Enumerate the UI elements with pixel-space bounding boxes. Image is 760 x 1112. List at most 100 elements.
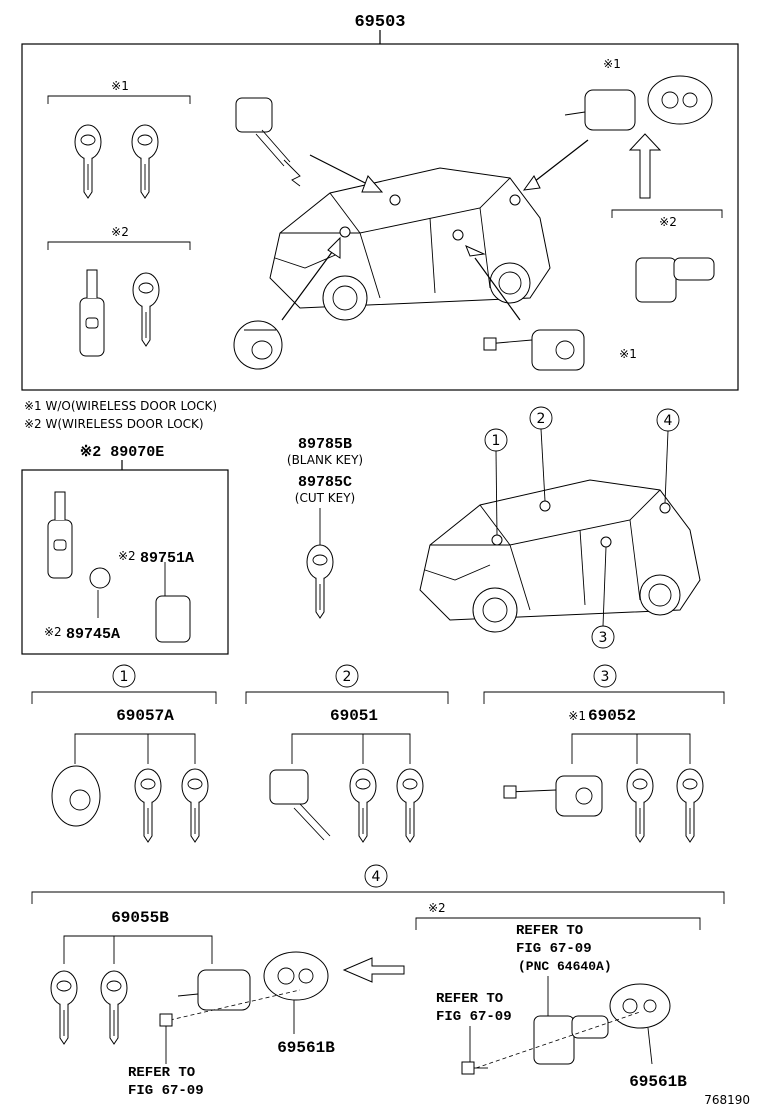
- callout-2: 2: [529, 406, 553, 502]
- set-4-sub-mark: ※2: [428, 901, 446, 915]
- arrow-icon: [281, 247, 336, 321]
- svg-text:3: 3: [601, 669, 610, 685]
- battery-mark: ※2: [118, 549, 136, 563]
- svg-text:4: 4: [372, 869, 381, 885]
- set-4-bracket: [31, 891, 725, 904]
- cut-key-desc: (CUT KEY): [295, 491, 355, 505]
- set-4-part-number: 69055B: [111, 909, 169, 927]
- gasket-b-leader: [647, 1027, 653, 1065]
- lock-point: [339, 226, 351, 238]
- svg-text:1: 1: [492, 433, 501, 449]
- arrow-head: [361, 175, 384, 193]
- bracket-cylinder-2: [611, 209, 723, 218]
- key-icon: [306, 544, 334, 619]
- callout-4: 4: [656, 408, 680, 504]
- set-2-bracket: [245, 691, 449, 704]
- set-3-leaders: [571, 733, 691, 764]
- refer-c-line-1: REFER TO: [436, 991, 503, 1007]
- arrow-head: [327, 236, 341, 259]
- svg-text:2: 2: [343, 669, 352, 685]
- door-cylinder-icon: [269, 769, 331, 841]
- key-icon: [50, 970, 78, 1045]
- car-icon: [269, 167, 551, 321]
- set-2-leaders: [291, 733, 411, 764]
- key-icon: [132, 272, 160, 347]
- bracket-keys-2: [47, 241, 191, 250]
- ignition-cylinder-icon: [51, 765, 101, 827]
- set-2-part-number: 69051: [330, 707, 378, 725]
- gasket-b-part-number: 69561B: [629, 1073, 687, 1091]
- svg-text:3: 3: [599, 630, 608, 646]
- arrow-head: [522, 175, 541, 191]
- bolt-icon: [159, 1013, 173, 1040]
- lock-point: [491, 534, 503, 546]
- lock-point: [452, 229, 464, 241]
- gasket-a-part-number: 69561B: [277, 1039, 335, 1057]
- fob-icon: [47, 491, 73, 579]
- back-door-cylinder-icon: [564, 75, 713, 131]
- set-3-bracket: [483, 691, 725, 704]
- note-2: ※2 W(WIRELESS DOOR LOCK): [24, 417, 204, 431]
- cover-part-number: 89745A: [66, 626, 120, 643]
- battery-part-number: 89751A: [140, 550, 194, 567]
- refer-b-line-1: REFER TO: [516, 923, 583, 939]
- set-4-leaders: [63, 935, 213, 964]
- key-icon: [74, 124, 102, 199]
- key-icon: [349, 768, 377, 843]
- key-icon: [626, 768, 654, 843]
- set-3-part-number: 69052: [588, 707, 636, 725]
- svg-text:4: 4: [664, 413, 673, 429]
- key-icon: [396, 768, 424, 843]
- bolt-guide-line: [475, 1011, 641, 1069]
- cut-key-number: 89785C: [298, 474, 352, 491]
- diagram-number: 768190: [704, 1093, 750, 1107]
- arrow-icon: [474, 257, 521, 321]
- main-part-number: 69503: [354, 13, 405, 32]
- set-4-marker: 4: [364, 864, 388, 888]
- arrow-head: [465, 245, 486, 257]
- arrow-icon: [309, 154, 376, 189]
- set-1-leaders: [74, 733, 196, 764]
- transmitter-part-number: ※2 89070E: [80, 444, 165, 461]
- refer-b-line-2: FIG 67-09: [516, 941, 592, 957]
- svg-text:2: 2: [537, 411, 546, 427]
- arrow-icon: [529, 139, 589, 186]
- back-door-cylinder-icon: [177, 951, 329, 1011]
- up-arrow-icon: [628, 133, 662, 199]
- refer-b-pnc: (PNC 64640A): [518, 959, 612, 974]
- callout-1: 1: [484, 428, 508, 536]
- lock-point: [539, 500, 551, 512]
- set-1-part-number: 69057A: [116, 707, 174, 725]
- blank-key-desc: (BLANK KEY): [287, 453, 363, 467]
- key-icon: [131, 124, 159, 199]
- cover-mark: ※2: [44, 625, 62, 639]
- cover-icon: [155, 595, 191, 643]
- main-frame: [21, 43, 739, 391]
- lock-point: [509, 194, 521, 206]
- smart-cylinder-icon: [533, 1015, 609, 1065]
- refer-c-line-2: FIG 67-09: [436, 1009, 512, 1025]
- bracket-keys-1: [47, 95, 191, 104]
- set-3-mark: ※1: [568, 709, 586, 723]
- group-mark-1: ※1: [111, 79, 129, 93]
- blank-key-number: 89785B: [298, 436, 352, 453]
- cylinder-mark-1-top: ※1: [603, 57, 621, 71]
- key-icon: [134, 768, 162, 843]
- lock-point: [659, 502, 671, 514]
- ignition-cylinder-icon: [233, 320, 283, 370]
- key-icon: [100, 970, 128, 1045]
- key-icon: [676, 768, 704, 843]
- set-4-sub-bracket: [415, 917, 701, 930]
- group-mark-2: ※2: [111, 225, 129, 239]
- callout-3: 3: [591, 546, 615, 649]
- svg-text:1: 1: [120, 669, 129, 685]
- door-lock-cylinder-icon: [483, 329, 585, 371]
- car-icon: [419, 479, 701, 633]
- cylinder-mark-1: ※1: [619, 347, 637, 361]
- left-arrow-icon: [342, 957, 405, 983]
- set-3-marker: 3: [593, 664, 617, 688]
- set-2-marker: 2: [335, 664, 359, 688]
- smart-cylinder-icon: [635, 257, 715, 303]
- battery-icon: [89, 567, 111, 589]
